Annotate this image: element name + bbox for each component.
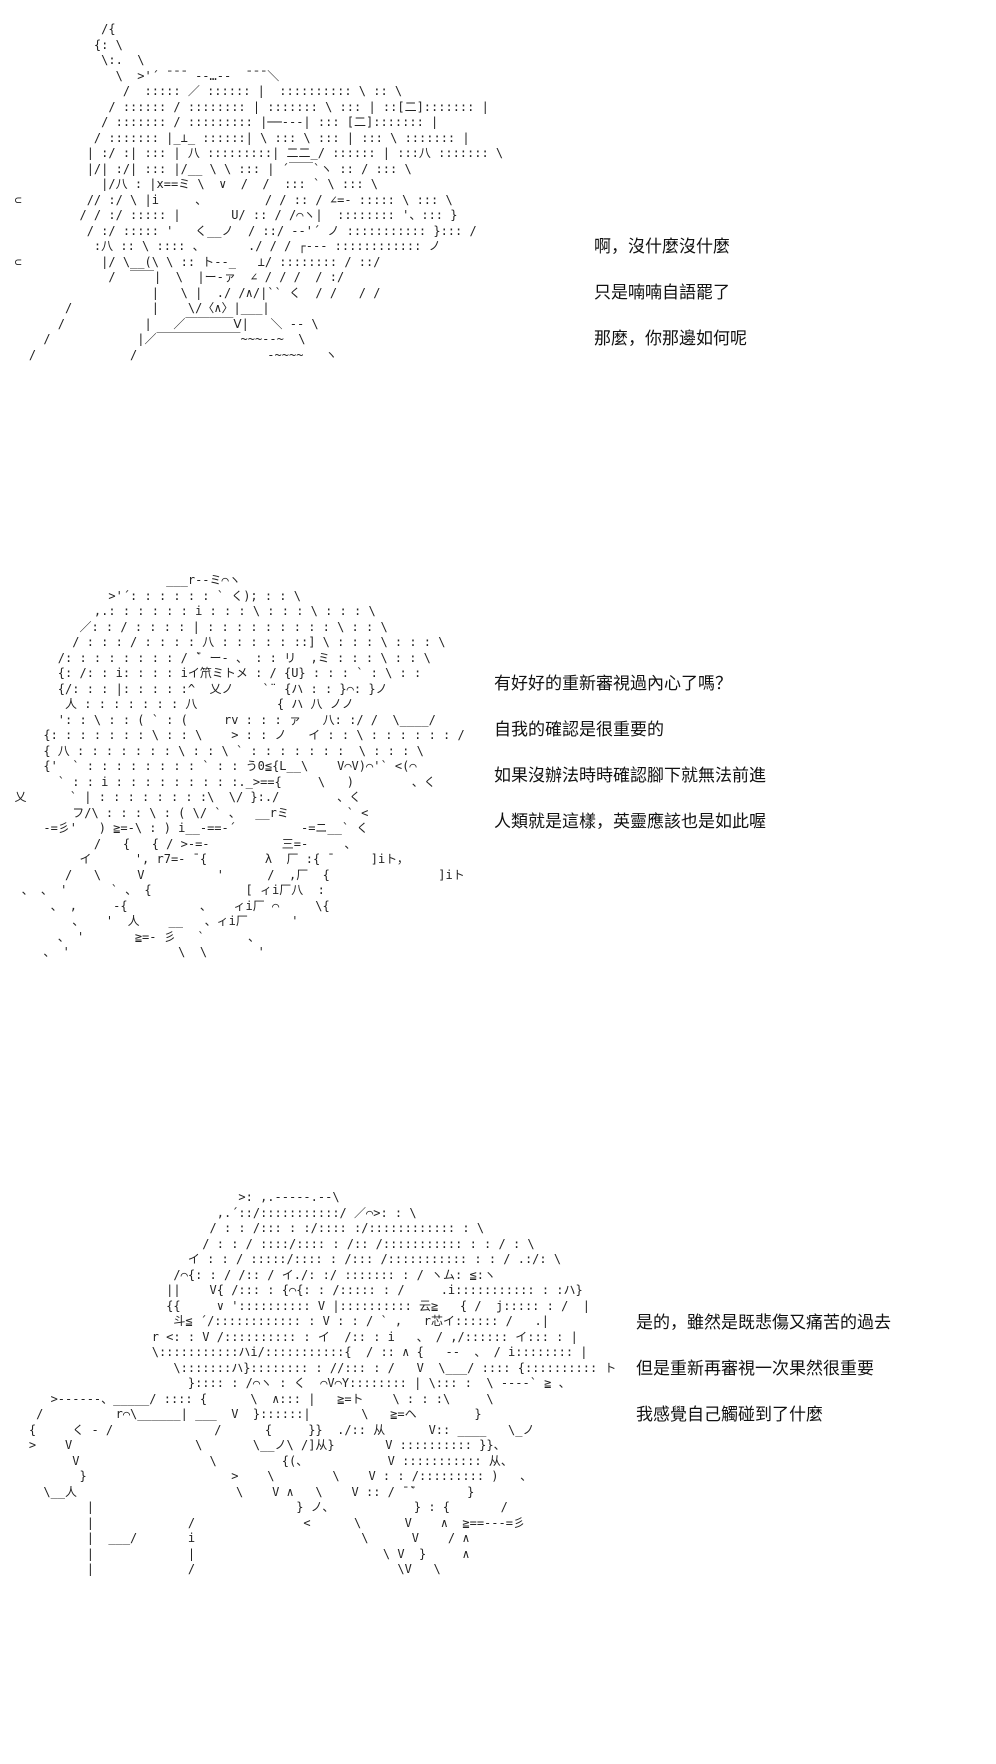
dialogue-line: 只是喃喃自語罷了 — [594, 283, 730, 303]
dialogue-block-1: 啊，沒什麼沒什麼 只是喃喃自語罷了 那麼，你那邊如何呢 — [594, 236, 747, 374]
dialogue-line: 如果沒辦法時時確認腳下就無法前進 — [494, 766, 766, 786]
dialogue-block-3: 是的，雖然是既悲傷又痛苦的過去 但是重新再審視一次果然很重要 我感覺自己觸碰到了… — [636, 1312, 891, 1450]
ascii-art-character-2: ___r‐‐ミ⌒ヽ >'´: : : : : : ` く); : : \ ,.:… — [14, 573, 465, 959]
dialogue-line: 那麼，你那邊如何呢 — [594, 329, 747, 349]
dialogue-line: 但是重新再審視一次果然很重要 — [636, 1359, 874, 1379]
panel-1: /{ {: \ \:. \ \ >'´ ̄ ̄ ̄ ‐‐…‐‐ ̄ ̄ ̄ ＼ … — [0, 0, 996, 545]
dialogue-block-2: 有好好的重新審視過內心了嗎？ 自我的確認是很重要的 如果沒辦法時時確認腳下就無法… — [494, 673, 766, 857]
panel-3: >: ,.‐‐‐‐‐.‐‐\ ,.´::/:::::::::::/ ／⌒>: :… — [0, 1170, 996, 1764]
ascii-art-character-3: >: ,.‐‐‐‐‐.‐‐\ ,.´::/:::::::::::/ ／⌒>: :… — [28, 1190, 617, 1576]
dialogue-line: 人類就是這樣，英靈應該也是如此喔 — [494, 812, 766, 832]
dialogue-line: 我感覺自己觸碰到了什麼 — [636, 1405, 823, 1425]
ascii-art-character-1: /{ {: \ \:. \ \ >'´ ̄ ̄ ̄ ‐‐…‐‐ ̄ ̄ ̄ ＼ … — [14, 22, 504, 362]
dialogue-line: 有好好的重新審視過內心了嗎？ — [494, 674, 732, 694]
panel-2: ___r‐‐ミ⌒ヽ >'´: : : : : : ` く); : : \ ,.:… — [0, 545, 996, 1170]
dialogue-line: 是的，雖然是既悲傷又痛苦的過去 — [636, 1313, 891, 1333]
dialogue-line: 自我的確認是很重要的 — [494, 720, 664, 740]
dialogue-line: 啊，沒什麼沒什麼 — [594, 237, 730, 257]
